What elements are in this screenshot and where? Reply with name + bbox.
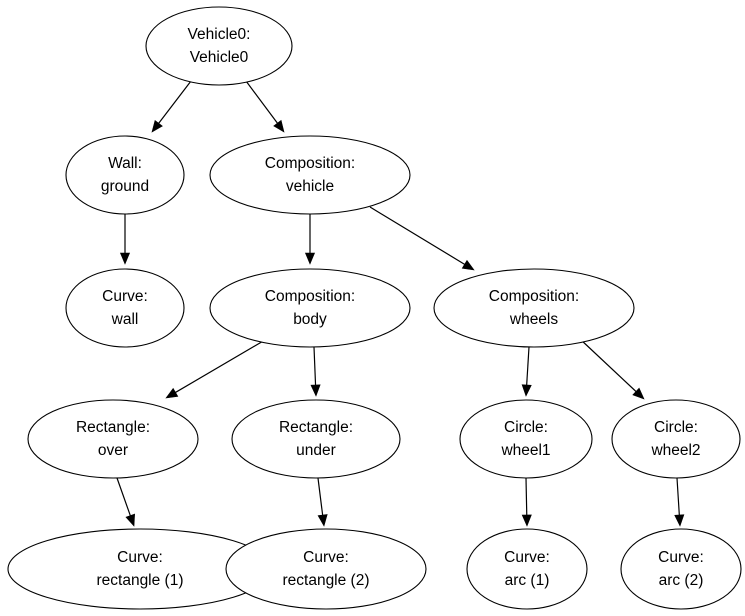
node-label-line2: arc (2)	[659, 572, 704, 589]
node-wall_ground[interactable]: Wall: ground	[65, 135, 185, 215]
edge-circle_wheel2-to-curve_arc_2	[674, 477, 685, 527]
edge-line	[173, 339, 266, 394]
edge-composition_vehicle-to-composition_body	[304, 214, 316, 265]
node-label-line1: Rectangle:	[76, 419, 150, 436]
node-shape-ellipse[interactable]	[231, 399, 401, 479]
edge-composition_vehicle-to-composition_wheels	[369, 206, 475, 271]
arrowhead-icon	[461, 259, 475, 271]
node-curve_rectangle_2[interactable]: Curve: rectangle (2)	[225, 528, 427, 610]
edge-composition_wheels-to-circle_wheel2	[579, 338, 645, 400]
node-shape-ellipse[interactable]	[611, 399, 741, 479]
edge-rectangle_under-to-curve_rectangle_2	[317, 477, 328, 527]
edge-line	[579, 338, 638, 393]
arrowhead-icon	[151, 119, 163, 133]
edge-composition_body-to-rectangle_over	[165, 339, 266, 399]
arrowhead-icon	[119, 252, 131, 265]
edge-line	[525, 477, 528, 517]
edge-line	[369, 206, 467, 266]
node-curve_arc_1[interactable]: Curve: arc (1)	[466, 528, 588, 610]
arrowhead-icon	[674, 514, 685, 527]
node-label-line1: Composition:	[265, 155, 355, 172]
node-label-line2: vehicle	[286, 178, 334, 195]
node-shape-ellipse[interactable]	[65, 268, 185, 348]
node-curve_arc_2[interactable]: Curve: arc (2)	[620, 528, 742, 610]
nodes-layer: Vehicle0:Vehicle0Wall:groundComposition:…	[7, 6, 742, 610]
node-shape-ellipse[interactable]	[225, 528, 427, 610]
edge-line	[676, 477, 681, 517]
node-circle_wheel2[interactable]: Circle: wheel2	[611, 399, 741, 479]
edge-line	[116, 477, 132, 518]
arrowhead-icon	[125, 513, 135, 527]
node-label-line2: Vehicle0	[190, 49, 249, 66]
edge-line	[313, 346, 317, 387]
node-composition_vehicle[interactable]: Composition: vehicle	[209, 135, 411, 215]
node-label-line2: wall	[111, 311, 139, 328]
arrowhead-icon	[521, 384, 532, 397]
node-label-line1: Curve:	[117, 549, 163, 566]
node-label-line1: Wall:	[108, 155, 142, 172]
node-shape-ellipse[interactable]	[27, 399, 199, 479]
node-label-line1: Curve:	[504, 549, 550, 566]
node-label-line1: Circle:	[654, 419, 698, 436]
arrowhead-icon	[310, 384, 321, 397]
node-rectangle_over[interactable]: Rectangle: over	[27, 399, 199, 479]
node-shape-ellipse[interactable]	[433, 268, 635, 348]
edge-line	[157, 80, 192, 125]
node-label-line1: Circle:	[504, 419, 548, 436]
arrowhead-icon	[304, 252, 316, 265]
node-curve_rectangle_1[interactable]: Curve: rectangle (1)	[7, 528, 273, 610]
node-shape-ellipse[interactable]	[145, 6, 293, 86]
node-label-line1: Composition:	[265, 288, 355, 305]
edges-layer	[116, 80, 685, 527]
arrowhead-icon	[632, 387, 645, 400]
node-label-line1: Vehicle0:	[188, 26, 251, 43]
node-label-line1: Composition:	[489, 288, 579, 305]
arrowhead-icon	[317, 514, 328, 527]
node-label-line2: rectangle (2)	[282, 572, 369, 589]
node-label-line2: arc (1)	[505, 572, 550, 589]
node-shape-ellipse[interactable]	[459, 399, 593, 479]
node-shape-ellipse[interactable]	[209, 268, 411, 348]
edge-wall_ground-to-curve_wall	[119, 214, 131, 265]
node-curve_wall[interactable]: Curve: wall	[65, 268, 185, 348]
node-label-line2: ground	[101, 178, 149, 195]
arrowhead-icon	[521, 514, 532, 527]
edge-vehicle0-to-composition_vehicle	[245, 80, 285, 133]
edge-vehicle0-to-wall_ground	[151, 80, 192, 133]
node-composition_body[interactable]: Composition: body	[209, 268, 411, 348]
node-composition_wheels[interactable]: Composition: wheels	[433, 268, 635, 348]
node-shape-ellipse[interactable]	[620, 528, 742, 610]
edge-line	[245, 80, 279, 125]
node-rectangle_under[interactable]: Rectangle: under	[231, 399, 401, 479]
edge-circle_wheel1-to-curve_arc_1	[521, 477, 532, 527]
node-label-line1: Curve:	[102, 288, 148, 305]
edge-composition_wheels-to-circle_wheel1	[521, 346, 532, 397]
edge-composition_body-to-rectangle_under	[310, 346, 321, 397]
node-label-line2: under	[296, 442, 336, 459]
node-label-line1: Rectangle:	[279, 419, 353, 436]
arrowhead-icon	[273, 119, 285, 133]
arrowhead-icon	[165, 387, 179, 399]
edge-line	[525, 346, 530, 387]
node-label-line2: wheel1	[500, 442, 550, 459]
node-label-line1: Curve:	[303, 549, 349, 566]
node-shape-ellipse[interactable]	[65, 135, 185, 215]
edge-line	[317, 477, 324, 517]
node-label-line2: rectangle (1)	[96, 572, 183, 589]
node-label-line2: over	[98, 442, 128, 459]
node-shape-ellipse[interactable]	[466, 528, 588, 610]
node-circle_wheel1[interactable]: Circle: wheel1	[459, 399, 593, 479]
node-label-line2: wheel2	[650, 442, 700, 459]
edge-rectangle_over-to-curve_rectangle_1	[116, 477, 135, 527]
node-label-line2: body	[293, 311, 327, 328]
node-label-line1: Curve:	[658, 549, 704, 566]
node-shape-ellipse[interactable]	[209, 135, 411, 215]
node-vehicle0[interactable]: Vehicle0: Vehicle0	[145, 6, 293, 86]
node-label-line2: wheels	[509, 311, 558, 328]
